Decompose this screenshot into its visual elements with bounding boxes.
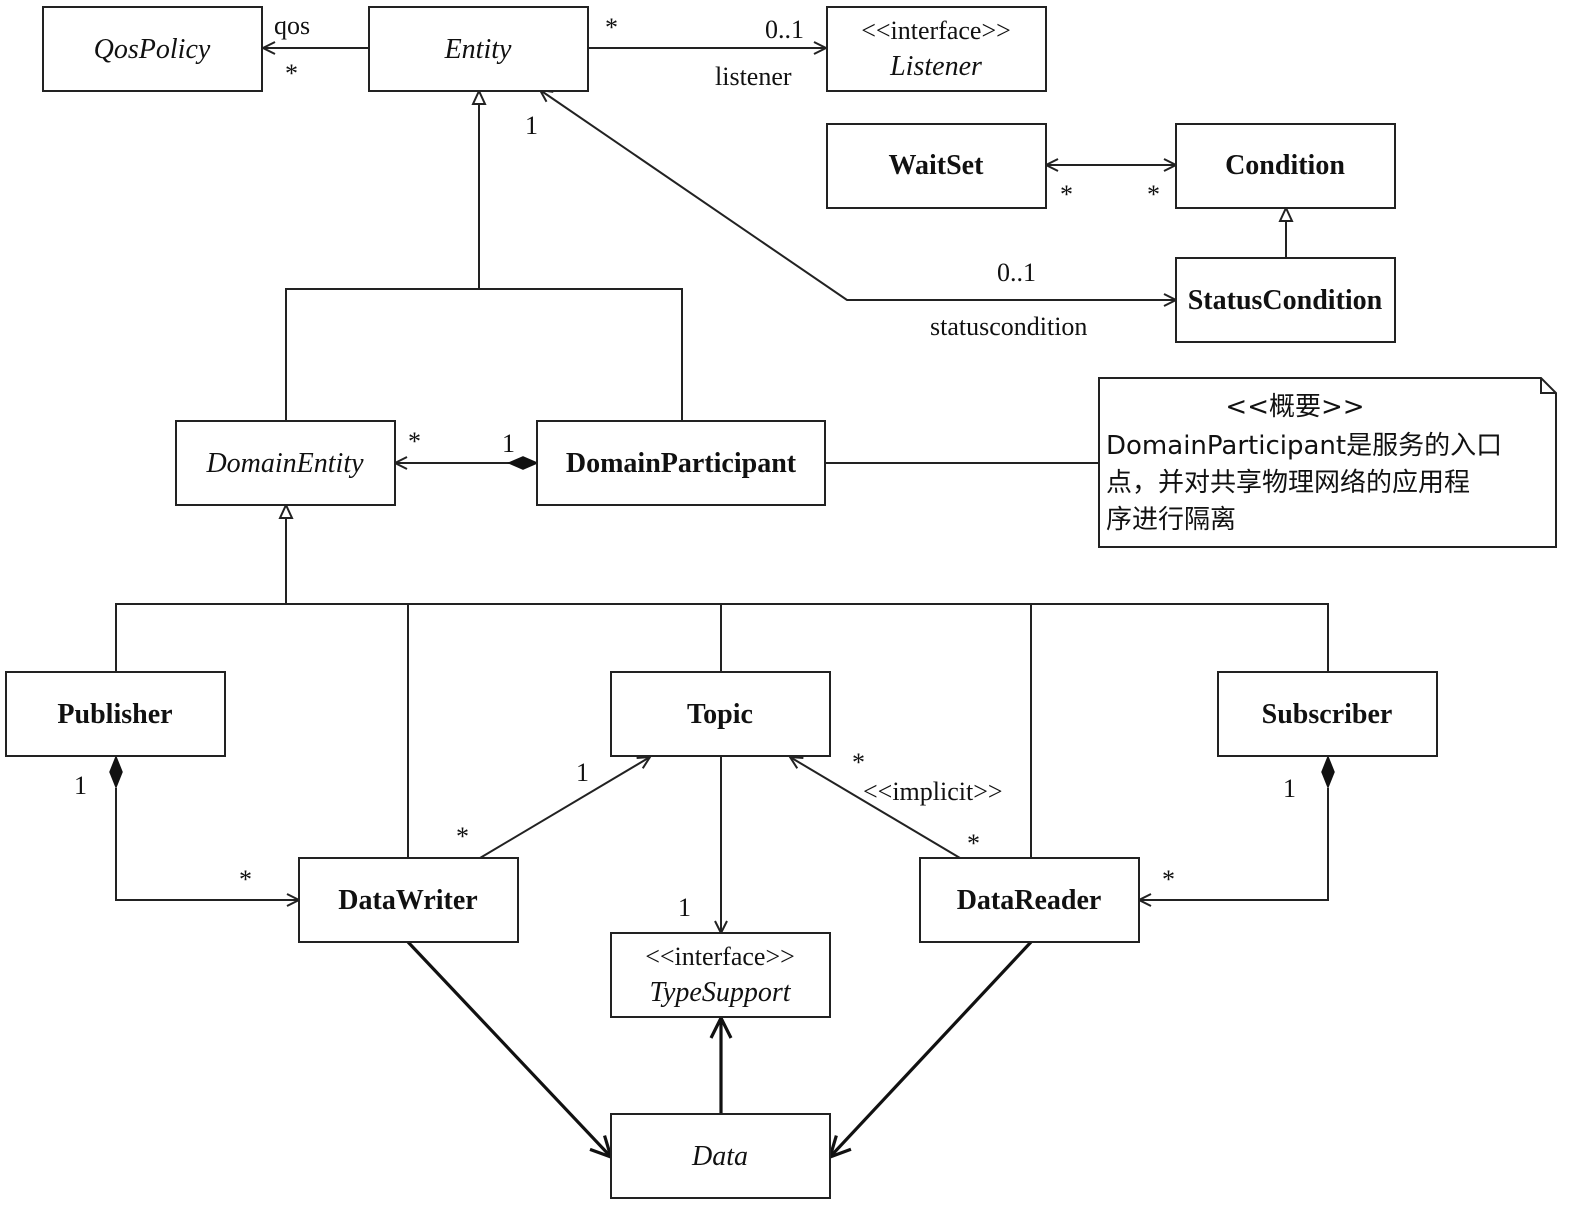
subscriber-diamond — [1321, 754, 1335, 790]
class-name: Subscriber — [1262, 699, 1393, 730]
reader-topic-association — [788, 755, 961, 859]
label-status-role: statuscondition — [930, 312, 1087, 341]
label-listener-mult-dst: 0..1 — [765, 15, 804, 44]
class-name: Listener — [889, 51, 982, 82]
class-waitset[interactable]: WaitSet — [826, 123, 1047, 209]
class-statuscondition[interactable]: StatusCondition — [1175, 257, 1396, 343]
stereotype-label: <<interface>> — [861, 16, 1011, 45]
class-topic[interactable]: Topic — [610, 671, 831, 757]
label-subscriber-mult: 1 — [1283, 774, 1296, 803]
note-line-2: 点，并对共享物理网络的应用程 — [1106, 468, 1470, 498]
label-domainentity-mult: * — [408, 427, 421, 456]
label-entity-status-mult: 1 — [525, 111, 538, 140]
class-domainparticipant[interactable]: DomainParticipant — [536, 420, 826, 506]
note-stereotype: <<概要>> — [1225, 392, 1364, 422]
label-topic-reader-mult: * — [852, 748, 865, 777]
class-listener[interactable]: <<interface>> Listener — [826, 6, 1047, 92]
label-publisher-writer-mult: * — [239, 865, 252, 894]
class-name: StatusCondition — [1188, 285, 1383, 316]
label-listener-role: listener — [715, 62, 792, 91]
label-status-mult: 0..1 — [997, 258, 1036, 287]
class-datawriter[interactable]: DataWriter — [298, 857, 519, 943]
label-listener-mult-src: * — [605, 13, 618, 42]
class-name: QosPolicy — [94, 34, 211, 65]
label-implicit: <<implicit>> — [863, 777, 1003, 806]
statuscondition-association — [538, 88, 1179, 307]
label-qos-role: qos — [274, 11, 310, 40]
reader-data-dependency — [827, 940, 1033, 1160]
class-name: TypeSupport — [649, 977, 791, 1008]
class-domainentity[interactable]: DomainEntity — [175, 420, 396, 506]
label-typesupport-mult: 1 — [678, 893, 691, 922]
class-name: DomainEntity — [205, 448, 364, 479]
label-publisher-mult: 1 — [74, 771, 87, 800]
class-name: WaitSet — [889, 150, 985, 181]
class-name: DataWriter — [338, 885, 477, 916]
label-writer-topic-mult: * — [456, 822, 469, 851]
writer-topic-association — [479, 755, 652, 859]
label-qos-mult: * — [285, 59, 298, 88]
class-qospolicy[interactable]: QosPolicy — [42, 6, 263, 92]
class-name: DomainParticipant — [566, 448, 797, 479]
publisher-writer-composition — [115, 788, 302, 907]
class-name: Data — [691, 1141, 748, 1172]
class-typesupport[interactable]: <<interface>> TypeSupport — [610, 932, 831, 1018]
writer-data-dependency — [406, 940, 614, 1160]
class-datareader[interactable]: DataReader — [919, 857, 1140, 943]
label-reader-topic-mult: * — [967, 829, 980, 858]
class-condition[interactable]: Condition — [1175, 123, 1396, 209]
label-condition-mult: * — [1147, 180, 1160, 209]
note-line-3: 序进行隔离 — [1106, 505, 1236, 535]
class-name: Entity — [444, 34, 512, 65]
note-summary[interactable]: <<概要>> DomainParticipant是服务的入口 点，并对共享物理网… — [1098, 377, 1557, 548]
note-line-1: DomainParticipant是服务的入口 — [1106, 431, 1502, 461]
label-topic-writer-mult: 1 — [576, 758, 589, 787]
publisher-diamond — [109, 754, 123, 790]
class-name: Condition — [1225, 150, 1345, 181]
class-name: DataReader — [957, 885, 1102, 916]
entity-generalization-branch — [285, 288, 683, 421]
class-name: Topic — [687, 699, 753, 730]
stereotype-label: <<interface>> — [645, 942, 795, 971]
class-name: Publisher — [57, 699, 172, 730]
subscriber-reader-composition — [1136, 788, 1329, 907]
label-participant-mult: 1 — [502, 429, 515, 458]
class-data[interactable]: Data — [610, 1113, 831, 1199]
label-subscriber-reader-mult: * — [1162, 865, 1175, 894]
class-entity[interactable]: Entity — [368, 6, 589, 92]
class-subscriber[interactable]: Subscriber — [1217, 671, 1438, 757]
label-waitset-mult: * — [1060, 180, 1073, 209]
class-publisher[interactable]: Publisher — [5, 671, 226, 757]
